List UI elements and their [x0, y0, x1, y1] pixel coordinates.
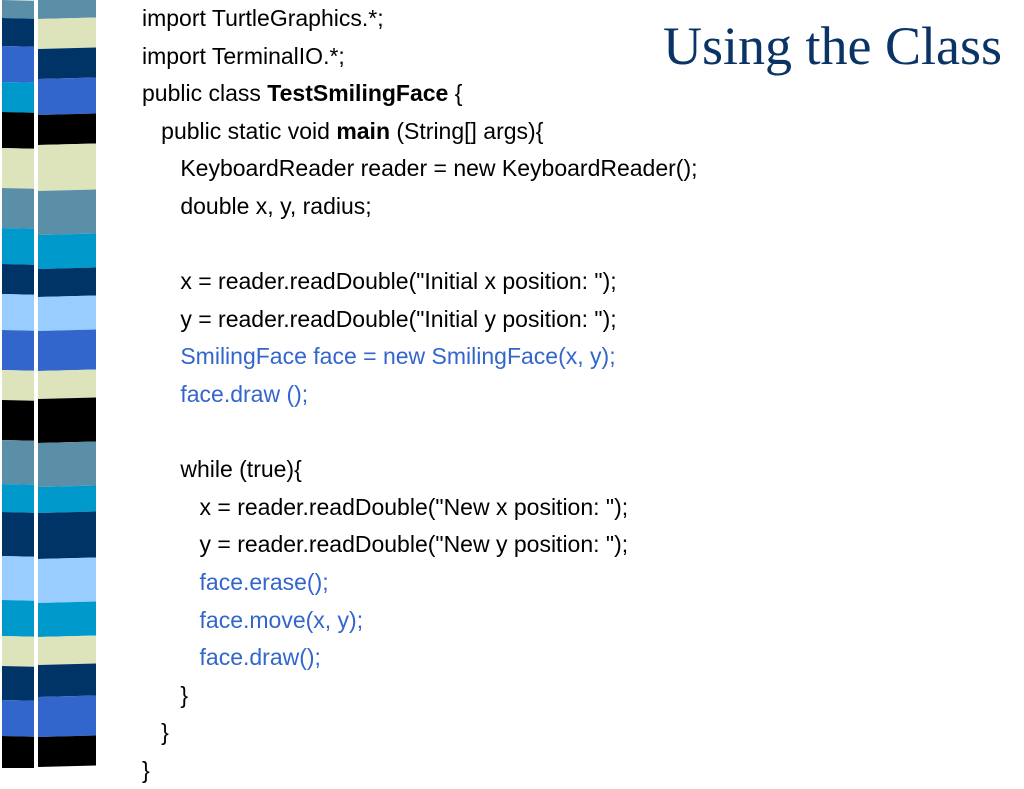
code-listing: import TurtleGraphics.*; import Terminal… — [142, 0, 698, 789]
code-line-5: KeyboardReader reader = new KeyboardRead… — [142, 155, 698, 182]
code-line-9: y = reader.readDouble("Initial y positio… — [142, 305, 617, 332]
class-declaration-prefix: public class — [142, 80, 268, 107]
code-line-18-highlighted: face.draw(); — [142, 644, 321, 671]
code-line-1: import TurtleGraphics.*; — [142, 5, 384, 31]
class-declaration-suffix: { — [448, 80, 463, 107]
code-line-19: } — [142, 681, 189, 708]
class-name: TestSmilingFace — [267, 80, 449, 107]
slide-title: Using the Class — [662, 16, 1002, 76]
code-line-16-highlighted: face.erase(); — [142, 568, 329, 595]
method-name: main — [336, 117, 390, 144]
code-line-11-highlighted: face.draw (); — [142, 380, 309, 407]
code-line-8: x = reader.readDouble("Initial x positio… — [142, 268, 617, 295]
code-line-2: import TerminalIO.*; — [142, 42, 345, 69]
code-line-7 — [142, 226, 698, 264]
code-line-21: } — [142, 756, 150, 783]
code-line-14: x = reader.readDouble("New x position: "… — [142, 493, 629, 520]
code-line-13: while (true){ — [142, 456, 302, 483]
method-declaration-suffix: (String[] args){ — [390, 117, 544, 144]
stripe-bar-graphic — [0, 0, 96, 768]
code-line-6: double x, y, radius; — [142, 192, 372, 219]
code-line-4: public static void main (String[] args){ — [142, 113, 698, 151]
code-line-17-highlighted: face.move(x, y); — [142, 606, 364, 633]
code-line-10-highlighted: SmilingFace face = new SmilingFace(x, y)… — [142, 343, 616, 370]
code-line-20: } — [142, 719, 169, 746]
method-declaration-prefix: public static void — [142, 117, 337, 144]
code-line-15: y = reader.readDouble("New y position: "… — [142, 531, 629, 558]
code-line-12 — [142, 414, 698, 452]
decorative-stripe-bar — [0, 0, 132, 768]
code-line-3: public class TestSmilingFace { — [142, 75, 698, 113]
